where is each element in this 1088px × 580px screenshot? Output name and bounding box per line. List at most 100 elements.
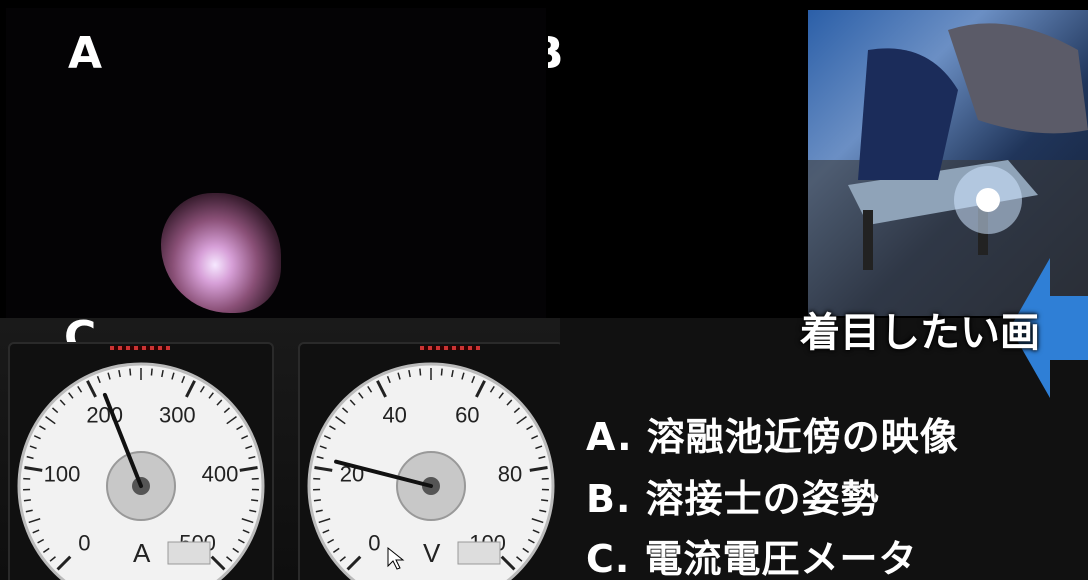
vol-tick: [522, 547, 530, 553]
voltmeter-indicator-strip: [420, 346, 480, 350]
vol-tick: [506, 399, 513, 406]
vol-tick: [475, 380, 486, 398]
amm-tick: [249, 509, 257, 513]
vol-tick: [376, 380, 387, 398]
ammeter-sticker: [167, 541, 211, 565]
amm-tick: [24, 466, 43, 472]
vol-tick: [529, 466, 548, 472]
vol-tick: [315, 509, 323, 513]
legend-area: A. 溶融池近傍の映像 B. 溶接士の姿勢 C. 電流電圧メータ: [560, 318, 1088, 580]
amm-tick: [199, 385, 205, 393]
amm-tick: [23, 499, 31, 502]
voltmeter-sticker: [457, 541, 501, 565]
amm-tick: [28, 518, 41, 524]
vol-tick: [322, 529, 330, 534]
amm-tick: [185, 380, 196, 398]
vol-tick: [323, 435, 331, 440]
legend-item-a: A. 溶融池近傍の映像: [586, 415, 959, 459]
amm-tick: [51, 407, 59, 414]
vol-tick: [339, 556, 346, 562]
vol-tick: [539, 509, 547, 513]
amm-tick: [242, 529, 250, 534]
voltmeter-scale: [313, 368, 549, 571]
amm-tick: [248, 455, 256, 460]
vol-tick: [526, 425, 533, 431]
amm-tick: [239, 466, 258, 472]
amm-tick: [77, 385, 83, 393]
vol-tick: [440, 368, 443, 376]
vol-tick: [314, 466, 333, 472]
amm-tick: [161, 369, 164, 378]
amm-tick-label: 0: [78, 531, 90, 556]
amm-tick: [232, 547, 240, 553]
vol-tick: [316, 455, 324, 460]
vol-tick: [532, 529, 540, 534]
amm-tick: [241, 435, 249, 440]
amm-tick: [150, 368, 153, 376]
amm-tick: [216, 399, 223, 406]
vol-tick: [498, 392, 504, 399]
vol-tick: [318, 518, 331, 524]
vol-tick: [397, 372, 401, 380]
vol-tick: [341, 407, 349, 414]
amm-tick: [171, 372, 175, 380]
amm-tick: [226, 556, 233, 562]
vol-tick: [335, 416, 346, 425]
amm-tick: [210, 555, 226, 571]
vol-tick: [541, 499, 549, 502]
vol-tick-label: 40: [382, 403, 406, 428]
amm-tick: [42, 547, 50, 553]
amm-tick: [237, 538, 245, 544]
vol-tick: [408, 369, 411, 378]
focus-banner: 着目したい画: [800, 310, 1040, 356]
vol-tick: [500, 555, 516, 571]
weld-pool-glow: [161, 193, 281, 313]
ammeter-scale: [23, 368, 259, 571]
ammeter-needle: [102, 392, 143, 488]
amm-tick: [25, 509, 33, 513]
vol-tick: [332, 547, 340, 553]
amm-tick: [251, 499, 259, 502]
amm-tick: [45, 416, 56, 425]
amm-tick: [129, 368, 132, 376]
amm-tick: [208, 392, 214, 399]
vol-tick: [535, 445, 543, 450]
amm-tick: [107, 372, 111, 380]
label-b: B: [548, 32, 564, 76]
vol-tick: [346, 555, 362, 571]
vol-tick: [349, 399, 356, 406]
amm-tick-label: 300: [159, 403, 196, 428]
vol-tick-label: 80: [498, 461, 522, 486]
ammeter-unit: A: [133, 538, 151, 568]
amm-tick: [181, 376, 186, 384]
vol-tick: [516, 556, 523, 562]
voltmeter-dial: 020406080100 V: [307, 362, 555, 580]
welder-camera-image: [808, 10, 1088, 316]
vol-tick: [419, 368, 422, 376]
vol-tick: [471, 376, 476, 384]
amm-tick: [32, 529, 40, 534]
voltmeter-unit: V: [423, 538, 441, 568]
vol-tick: [319, 445, 327, 450]
amm-tick: [226, 416, 237, 425]
amm-tick: [236, 425, 243, 431]
label-a: A: [68, 28, 103, 79]
arrow-left-icon: [1010, 258, 1088, 398]
legend-item-c: C. 電流電圧メータ: [586, 537, 918, 580]
vol-tick: [461, 372, 465, 380]
vol-tick: [329, 425, 336, 431]
meter-panel: C 0100200300400500 A 020406080100 V: [0, 318, 560, 580]
amm-tick: [49, 556, 56, 562]
amm-tick: [26, 455, 34, 460]
voltmeter-needle: [334, 459, 433, 488]
legend-item-b: B. 溶接士の姿勢: [586, 477, 880, 521]
vol-tick: [327, 538, 335, 544]
amm-tick: [33, 435, 41, 440]
vol-tick: [367, 385, 373, 393]
ammeter: 0100200300400500 A: [8, 342, 274, 580]
amm-tick: [56, 555, 72, 571]
vol-tick-label: 60: [455, 403, 479, 428]
voltmeter: 020406080100 V: [298, 342, 560, 580]
amm-tick: [223, 407, 231, 414]
amm-tick: [118, 369, 121, 378]
